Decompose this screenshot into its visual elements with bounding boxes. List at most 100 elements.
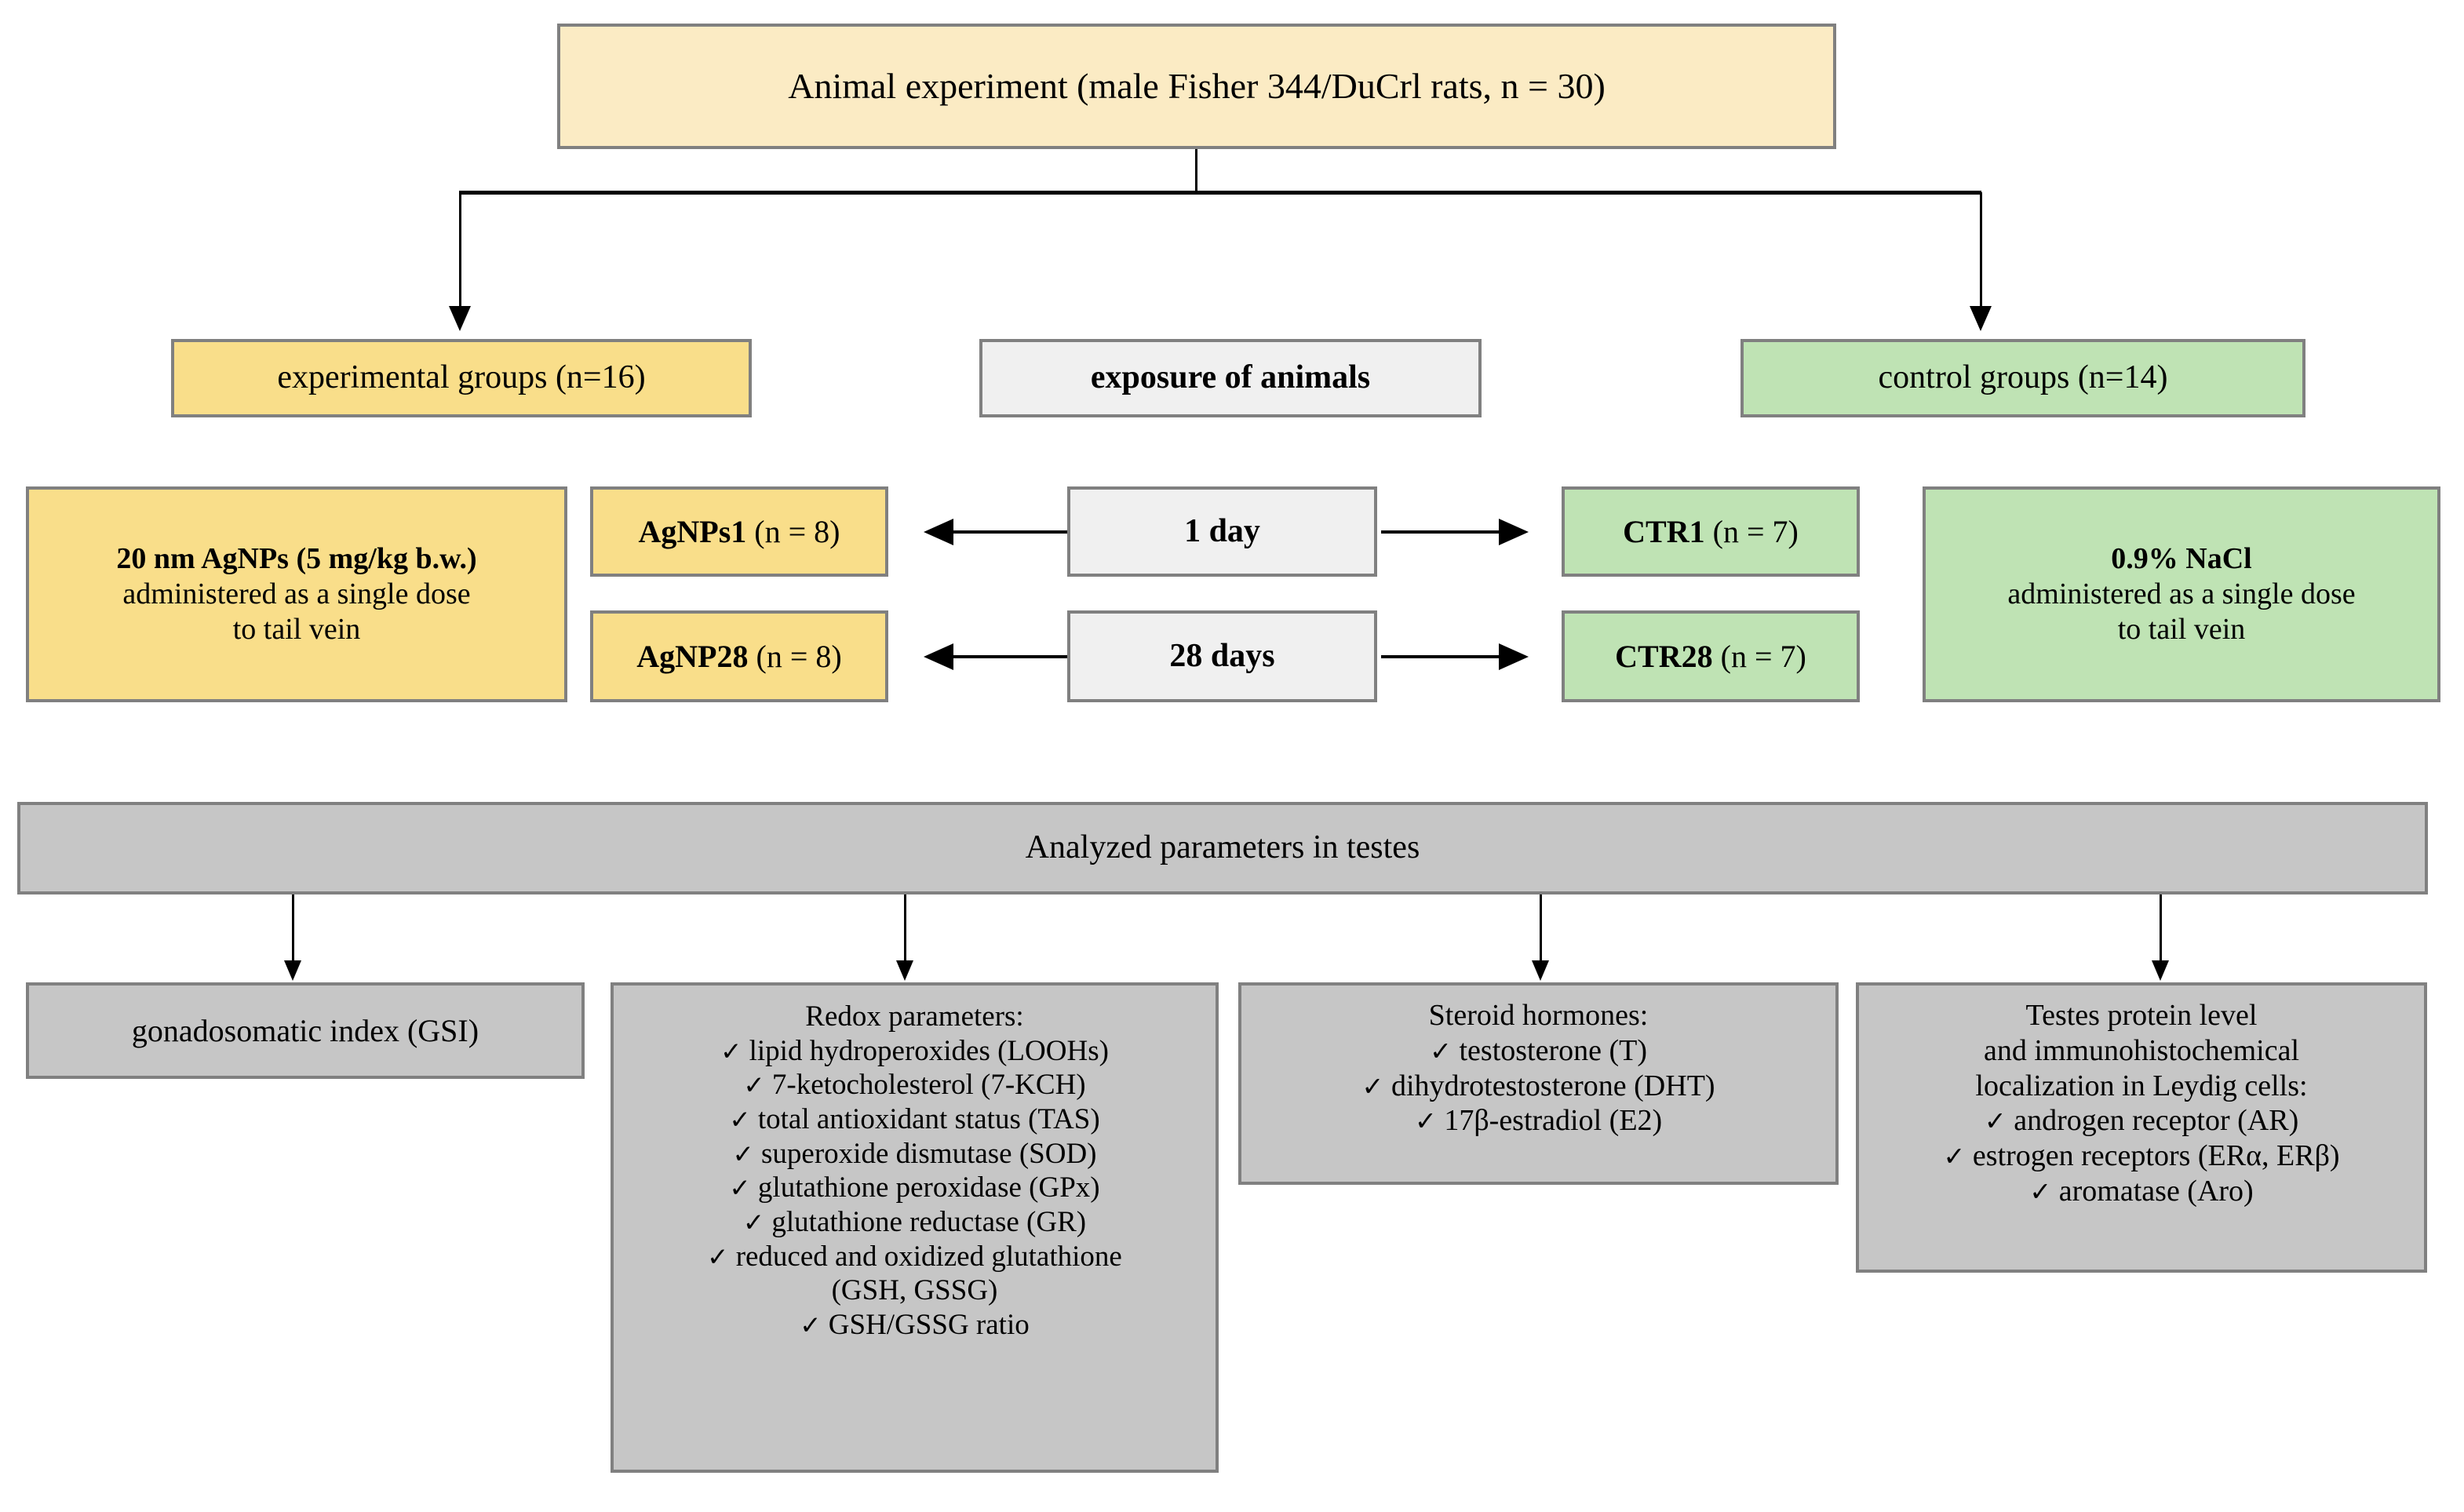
- animal-experiment-label: Animal experiment (male Fisher 344/DuCrl…: [788, 65, 1606, 106]
- control-groups-box: control groups (n=14): [1740, 339, 2305, 417]
- gsi-label: gonadosomatic index (GSI): [131, 1012, 479, 1048]
- ctr28-label: CTR28: [1615, 638, 1713, 674]
- redox-item: ✓ lipid hydroperoxides (LOOHs): [720, 1034, 1109, 1067]
- connector-bar-to-protein: [2160, 894, 2162, 961]
- check-icon: ✓: [1361, 1070, 1384, 1102]
- connector-horizontal-bus: [459, 191, 1981, 195]
- protein-item: ✓ aromatase (Aro): [2029, 1175, 2254, 1208]
- redox-content: Redox parameters: ✓ lipid hydroperoxides…: [614, 986, 1216, 1343]
- ctr28-count: (n = 7): [1712, 638, 1806, 674]
- arrow-bar-to-protein: [2152, 960, 2169, 981]
- analyzed-parameters-bar: Analyzed parameters in testes: [17, 802, 2428, 894]
- experimental-groups-box: experimental groups (n=16): [171, 339, 752, 417]
- redox-heading: Redox parameters:: [805, 1000, 1024, 1033]
- steroid-heading: Steroid hormones:: [1428, 999, 1649, 1032]
- protein-heading-line: Testes protein level: [2025, 999, 2258, 1032]
- arrow-bar-to-gsi: [284, 960, 301, 981]
- agnp28-box: AgNP28 (n = 8): [590, 610, 888, 702]
- check-icon: ✓: [729, 1104, 751, 1135]
- steroid-hormones-content: Steroid hormones: ✓ testosterone (T) ✓ d…: [1241, 986, 1835, 1139]
- agnp-treatment-box: 20 nm AgNPs (5 mg/kg b.w.) administered …: [26, 486, 567, 702]
- redox-item: ✓ GSH/GSSG ratio: [800, 1308, 1030, 1341]
- check-icon: ✓: [742, 1207, 765, 1237]
- nacl-admin-line-1: administered as a single dose: [2007, 577, 2356, 611]
- check-icon: ✓: [732, 1139, 754, 1169]
- check-icon: ✓: [720, 1036, 742, 1066]
- agnp-admin-line-1: administered as a single dose: [122, 577, 471, 611]
- connector-1day-to-agnps1: [953, 530, 1067, 534]
- check-icon: ✓: [1414, 1106, 1437, 1137]
- testes-protein-box: Testes protein level and immunohistochem…: [1856, 982, 2427, 1273]
- steroid-item: ✓ dihydrotestosterone (DHT): [1361, 1069, 1715, 1102]
- analyzed-parameters-label: Analyzed parameters in testes: [1025, 829, 1420, 866]
- agnps1-box: AgNPs1 (n = 8): [590, 486, 888, 577]
- agnp28-label: AgNP28: [636, 638, 749, 674]
- nacl-admin-line-2: to tail vein: [2117, 612, 2246, 646]
- check-icon: ✓: [2029, 1176, 2052, 1208]
- connector-bar-to-redox: [904, 894, 906, 961]
- experimental-groups-label: experimental groups (n=16): [277, 359, 646, 396]
- agnp-dose-line: 20 nm AgNPs (5 mg/kg b.w.): [116, 542, 477, 576]
- agnp-admin-line-2: to tail vein: [232, 612, 361, 646]
- arrow-bar-to-hormones: [1532, 960, 1549, 981]
- duration-1day-label: 1 day: [1184, 512, 1260, 549]
- redox-item: ✓ superoxide dismutase (SOD): [732, 1137, 1097, 1170]
- gsi-box: gonadosomatic index (GSI): [26, 982, 585, 1079]
- arrow-to-experimental-groups: [449, 306, 471, 331]
- redox-item: ✓ reduced and oxidized glutathione: [707, 1240, 1122, 1273]
- arrow-28days-to-ctr28: [1499, 643, 1529, 670]
- connector-right-branch: [1980, 192, 1982, 310]
- redox-item: ✓ glutathione reductase (GR): [742, 1205, 1087, 1238]
- connector-bar-to-gsi: [292, 894, 294, 961]
- duration-28days-label: 28 days: [1169, 637, 1275, 674]
- ctr28-box: CTR28 (n = 7): [1562, 610, 1860, 702]
- connector-28days-to-ctr28: [1381, 655, 1499, 658]
- connector-28days-to-agnp28: [953, 655, 1067, 658]
- check-icon: ✓: [800, 1310, 822, 1340]
- connector-title-down: [1195, 149, 1197, 192]
- steroid-item: ✓ testosterone (T): [1429, 1033, 1648, 1067]
- ctr1-label: CTR1: [1623, 513, 1705, 549]
- control-groups-label: control groups (n=14): [1878, 359, 2168, 396]
- arrow-28days-to-agnp28: [924, 643, 953, 670]
- agnps1-label: AgNPs1: [638, 513, 747, 549]
- testes-protein-content: Testes protein level and immunohistochem…: [1859, 986, 2424, 1209]
- steroid-item: ✓ 17β-estradiol (E2): [1414, 1104, 1663, 1138]
- arrow-to-control-groups: [1970, 306, 1992, 331]
- nacl-treatment-text: 0.9% NaCl administered as a single dose …: [1926, 541, 2437, 647]
- check-icon: ✓: [743, 1070, 765, 1101]
- protein-heading-line: localization in Leydig cells:: [1975, 1069, 2308, 1102]
- check-icon: ✓: [1984, 1106, 2007, 1137]
- nacl-treatment-box: 0.9% NaCl administered as a single dose …: [1923, 486, 2440, 702]
- duration-28days-box: 28 days: [1067, 610, 1377, 702]
- redox-box: Redox parameters: ✓ lipid hydroperoxides…: [611, 982, 1219, 1473]
- connector-1day-to-ctr1: [1381, 530, 1499, 534]
- agnp28-count: (n = 8): [748, 638, 842, 674]
- agnp-treatment-text: 20 nm AgNPs (5 mg/kg b.w.) administered …: [29, 541, 564, 647]
- ctr1-box: CTR1 (n = 7): [1562, 486, 1860, 577]
- check-icon: ✓: [1429, 1035, 1452, 1066]
- nacl-dose-line: 0.9% NaCl: [2111, 542, 2252, 576]
- check-icon: ✓: [1943, 1141, 1966, 1172]
- connector-bar-to-hormones: [1540, 894, 1542, 961]
- arrow-1day-to-agnps1: [924, 519, 953, 545]
- redox-item: ✓ 7-ketocholesterol (7-KCH): [743, 1069, 1086, 1102]
- animal-experiment-box: Animal experiment (male Fisher 344/DuCrl…: [557, 24, 1836, 149]
- connector-left-branch: [459, 192, 461, 310]
- protein-item: ✓ estrogen receptors (ERα, ERβ): [1943, 1139, 2340, 1173]
- arrow-1day-to-ctr1: [1499, 519, 1529, 545]
- ctr1-count: (n = 7): [1704, 513, 1799, 549]
- redox-item: ✓ total antioxidant status (TAS): [729, 1102, 1100, 1135]
- exposure-of-animals-box: exposure of animals: [979, 339, 1482, 417]
- steroid-hormones-box: Steroid hormones: ✓ testosterone (T) ✓ d…: [1238, 982, 1839, 1185]
- duration-1day-box: 1 day: [1067, 486, 1377, 577]
- check-icon: ✓: [729, 1173, 751, 1204]
- redox-item-wrap: (GSH, GSSG): [831, 1274, 998, 1307]
- protein-heading-line: and immunohistochemical: [1983, 1033, 2300, 1067]
- protein-item: ✓ androgen receptor (AR): [1984, 1104, 2299, 1138]
- redox-item: ✓ glutathione peroxidase (GPx): [729, 1171, 1100, 1204]
- check-icon: ✓: [707, 1241, 729, 1272]
- agnps1-count: (n = 8): [746, 513, 840, 549]
- arrow-bar-to-redox: [896, 960, 913, 981]
